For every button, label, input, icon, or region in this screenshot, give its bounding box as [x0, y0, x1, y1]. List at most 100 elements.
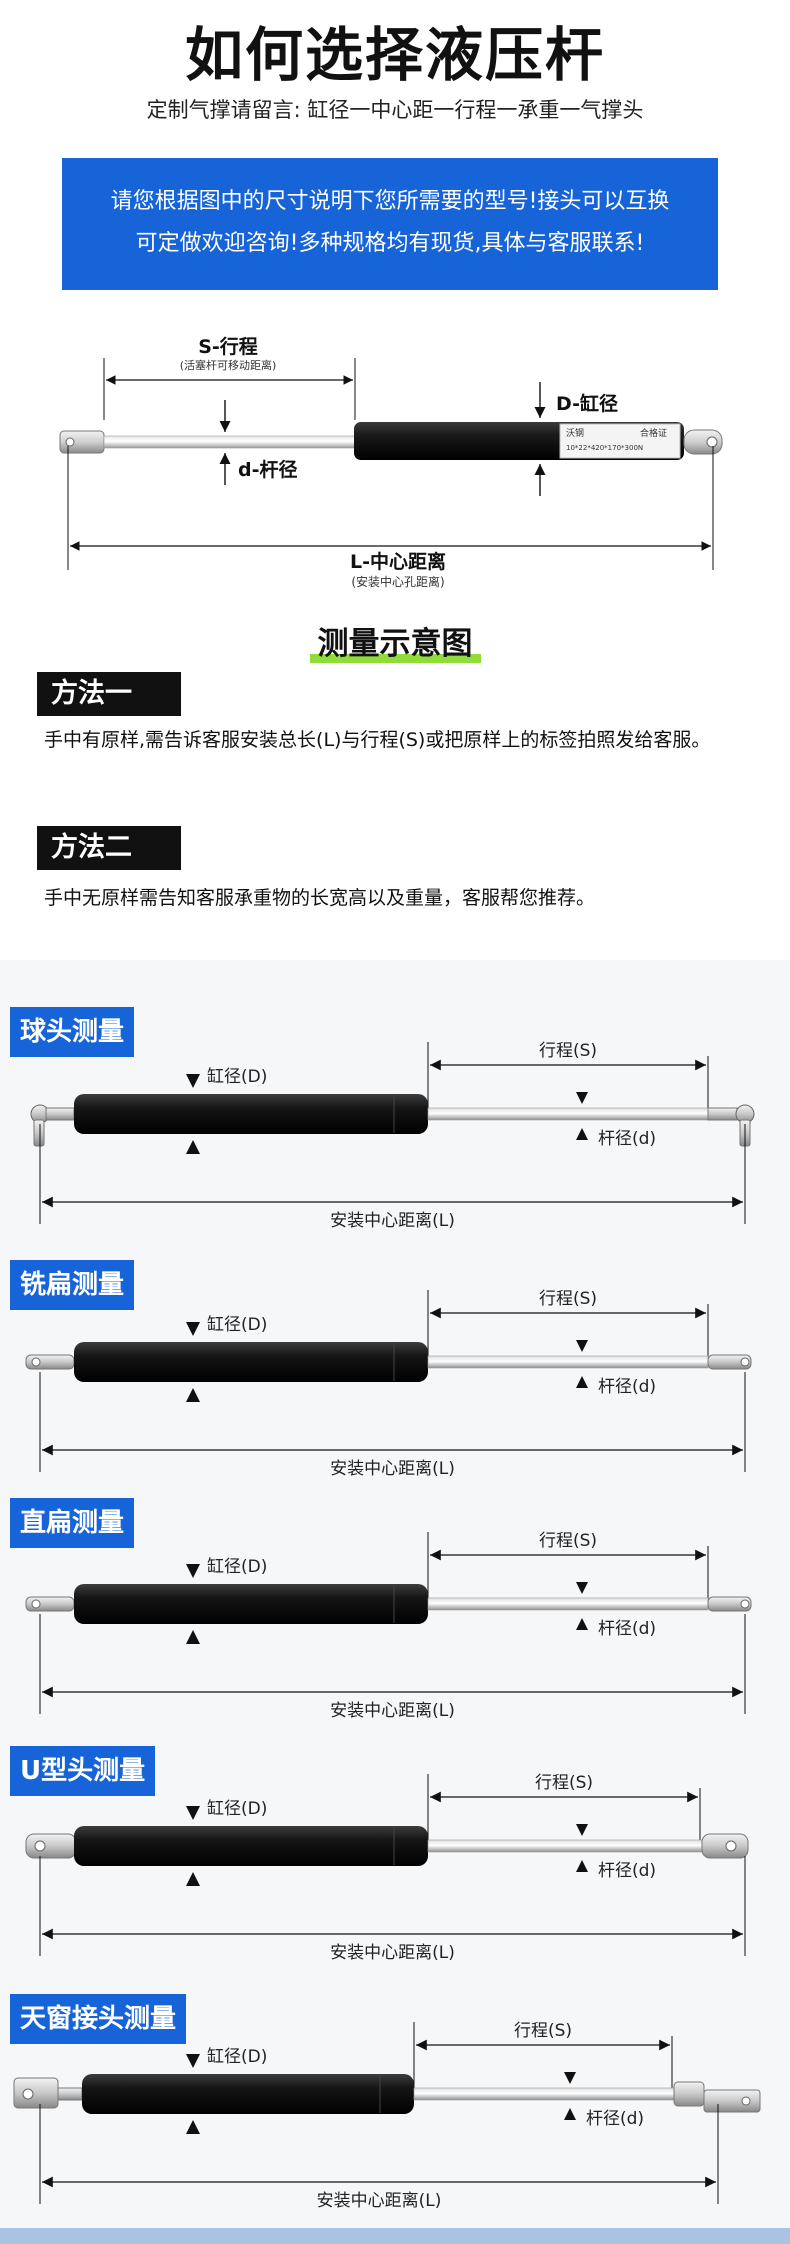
flat-end-right — [707, 1354, 752, 1370]
method-one-tag: 方法一 — [37, 672, 181, 716]
center-distance-note: (安装中心孔距离) — [351, 574, 444, 589]
page-subtitle: 定制气撑请留言: 缸径一中心距一行程一承重一气撑头 — [146, 98, 644, 122]
piston-rod — [427, 1107, 709, 1121]
cylinder-arrow-top — [186, 1322, 200, 1336]
cylinder-diameter-label: 缸径(D) — [207, 1556, 267, 1577]
socket-left — [45, 1107, 75, 1121]
cylinder-body — [74, 1584, 428, 1624]
cylinder-end-hole — [706, 436, 718, 448]
rod-arrow-bottom — [576, 1376, 588, 1388]
rod-end-hole — [65, 437, 75, 447]
cylinder-body — [82, 2074, 414, 2114]
center-distance-label: L-中心距离 — [350, 550, 446, 573]
center-distance-label: 安装中心距离(L) — [330, 1701, 455, 1721]
skylight-joint-diagram: 行程(S) 缸径(D) 杆径(d) 安装中心距离(L) — [13, 2021, 761, 2211]
cylinder-body — [74, 1342, 428, 1382]
milled-flat-diagram: 行程(S) 缸径(D) 杆径(d) 安装中心距离(L) — [25, 1289, 752, 1479]
cylinder-arrow-top — [186, 1564, 200, 1578]
rod-arrow-top — [576, 1092, 588, 1104]
method-one-text: 手中有原样,需告诉客服安装总长(L)与行程(S)或把原样上的标签拍照发给客服。 — [44, 729, 711, 751]
rod-diameter-label: 杆径(d) — [598, 1861, 656, 1881]
bottom-strip — [0, 2228, 790, 2244]
cylinder-arrow-top — [186, 2054, 200, 2068]
rod-arrow-top — [576, 1582, 588, 1594]
rod-arrow-bottom — [576, 1128, 588, 1140]
cylinder-diameter-label: 缸径(D) — [207, 1066, 267, 1087]
flat-end-hole-right — [740, 1599, 750, 1609]
measure-heading: 测量示意图 — [0, 618, 790, 663]
flat-end-hole-left — [31, 1357, 41, 1367]
straight-flat-diagram: 行程(S) 缸径(D) 杆径(d) 安装中心距离(L) — [25, 1531, 752, 1721]
cylinder-arrow-bottom — [186, 1388, 200, 1402]
cylinder-diameter-label: D-缸径 — [556, 392, 618, 415]
rod-arrow-top — [576, 1340, 588, 1352]
cylinder-diameter-label: 缸径(D) — [207, 2046, 267, 2067]
skylight-joint-measure-title: 天窗接头测量 — [10, 1994, 187, 2044]
center-distance-label: 安装中心距离(L) — [317, 2191, 442, 2211]
skylight-bracket-left — [13, 2077, 59, 2109]
stroke-label: 行程(S) — [539, 1289, 597, 1309]
stroke-note: (活塞杆可移动距离) — [180, 358, 277, 372]
center-distance-label: 安装中心距离(L) — [330, 1943, 455, 1963]
page-title: 如何选择液压杆 — [184, 21, 605, 89]
rod-diameter-label: 杆径(d) — [586, 2109, 644, 2129]
cylinder-arrow-top — [186, 1074, 200, 1088]
rod-diameter-label: 杆径(d) — [598, 1619, 656, 1639]
cylinder-arrow-bottom — [186, 2120, 200, 2134]
stroke-label: S-行程 — [198, 335, 258, 358]
method-two-tag: 方法二 — [37, 826, 181, 870]
rod-arrow-top — [564, 2072, 576, 2084]
stroke-label: 行程(S) — [514, 2021, 572, 2041]
piston-rod — [413, 2087, 681, 2101]
straight-flat-measure-title: 直扁测量 — [10, 1498, 135, 1548]
u-clevis-right — [701, 1833, 749, 1859]
skylight-bracket-hole-right — [741, 2096, 751, 2106]
rod-diameter-label: 杆径(d) — [598, 1377, 656, 1397]
product-label: 沃钢 — [566, 427, 584, 439]
cylinder-diameter-label: 缸径(D) — [207, 1314, 267, 1335]
rod-arrow-bottom — [564, 2108, 576, 2120]
method-two-text: 手中无原样需告知客服承重物的长宽高以及重量，客服帮您推荐。 — [44, 887, 596, 909]
piston-rod — [427, 1597, 709, 1611]
flat-end-right — [707, 1596, 752, 1612]
u-clevis-left — [25, 1833, 77, 1859]
socket-right — [707, 1107, 738, 1121]
u-head-measure-title: U型头测量 — [10, 1746, 156, 1796]
skylight-bracket-right — [703, 2089, 761, 2113]
cylinder-body — [74, 1094, 428, 1134]
product-spec: 10*22*420*170*300N — [566, 444, 643, 452]
notice-line-1: 请您根据图中的尺寸说明下您所需要的型号!接头可以互换 — [110, 189, 670, 214]
cylinder-diameter-label: 缸径(D) — [207, 1798, 267, 1819]
milled-flat-measure-title: 铣扁测量 — [10, 1260, 135, 1310]
rod-diameter-label: d-杆径 — [238, 458, 298, 481]
cylinder-arrow-top — [186, 1806, 200, 1820]
center-distance-label: 安装中心距离(L) — [330, 1459, 455, 1479]
piston-rod — [427, 1839, 709, 1853]
u-head-diagram: 行程(S)缸径(D)杆径(d)安装中心距离(L) — [25, 1773, 749, 1963]
piston-rod — [103, 435, 357, 449]
stroke-label: 行程(S) — [539, 1041, 597, 1061]
rod-arrow-top — [576, 1824, 588, 1836]
u-clevis-pin-right — [725, 1840, 737, 1852]
rod-arrow-bottom — [576, 1618, 588, 1630]
flat-end-hole-right — [740, 1357, 750, 1367]
cylinder-arrow-bottom — [186, 1872, 200, 1886]
notice-banner: 请您根据图中的尺寸说明下您所需要的型号!接头可以互换 可定做欢迎咨询!多种规格均… — [62, 158, 718, 290]
ball-stud-left — [33, 1119, 45, 1147]
skylight-socket-right — [673, 2081, 705, 2107]
product-label-2: 合格证 — [640, 427, 667, 439]
skylight-bracket-hole-left — [22, 2088, 34, 2100]
stroke-label: 行程(S) — [539, 1531, 597, 1551]
notice-line-2: 可定做欢迎咨询!多种规格均有现货,具体与客服联系! — [135, 231, 645, 256]
flat-end-hole-left — [31, 1599, 41, 1609]
ball-joint-measure-title: 球头测量 — [10, 1007, 135, 1057]
ball-joint-diagram: 行程(S)缸径(D)杆径(d)安装中心距离(L) — [30, 1041, 755, 1231]
u-clevis-pin-left — [34, 1840, 46, 1852]
rod-arrow-bottom — [576, 1860, 588, 1872]
cylinder-body — [74, 1826, 428, 1866]
gas-spring-dimension-diagram: S-行程 (活塞杆可移动距离) 沃钢 合格证 10*22*420*170*300… — [59, 335, 723, 589]
skylight-socket-left — [57, 2087, 83, 2101]
cylinder-arrow-bottom — [186, 1140, 200, 1154]
product-sticker — [559, 423, 681, 459]
piston-rod — [427, 1355, 709, 1369]
